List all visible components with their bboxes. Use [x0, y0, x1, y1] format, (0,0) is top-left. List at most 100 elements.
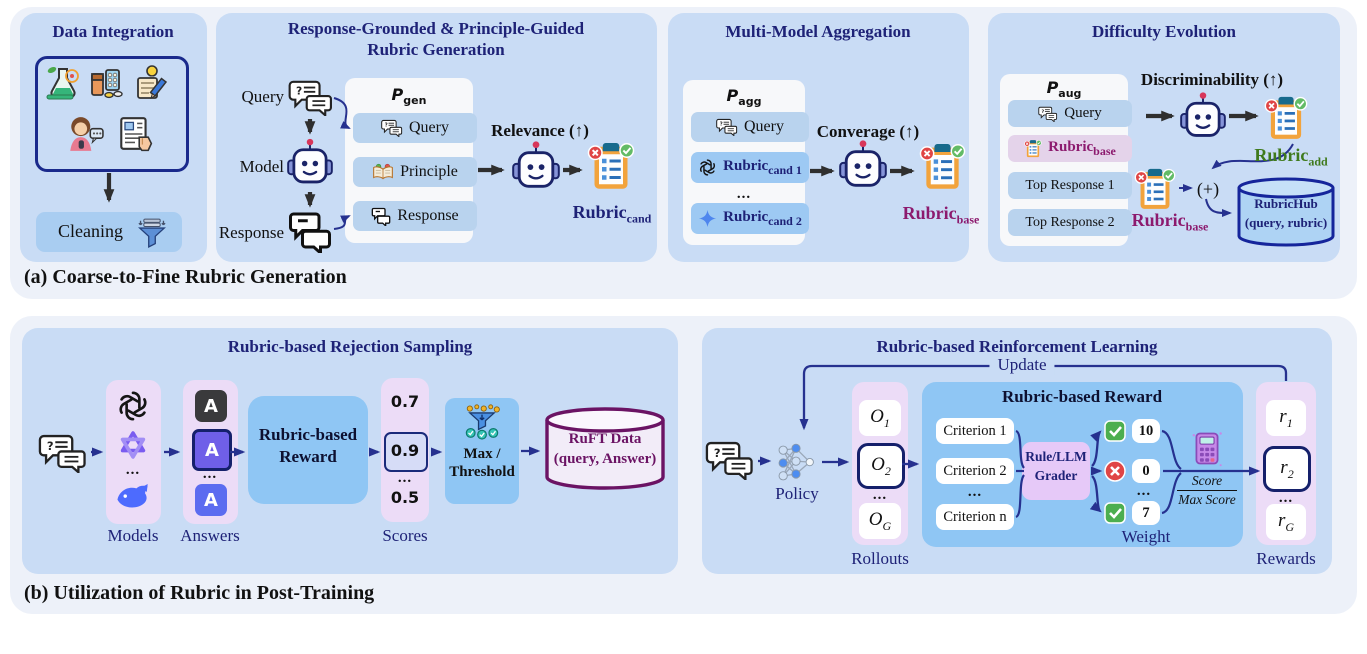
rubric-gen-title-line2: Rubric Generation — [367, 40, 505, 59]
chat-mini-icon — [381, 119, 403, 137]
calculator-icon — [1191, 430, 1223, 467]
scores-label: Scores — [382, 526, 428, 545]
fraction-numerator: Score — [1191, 473, 1223, 488]
plus-label: (+) — [1196, 179, 1220, 199]
rejection-title: Rubric-based Rejection Sampling — [227, 337, 473, 356]
cross-icon — [1104, 460, 1126, 482]
paug-row-rubric-base: Rubricbase — [1008, 135, 1132, 162]
deepseek-whale-icon — [114, 483, 152, 511]
query-chat-icon — [705, 440, 755, 480]
rubric-add-label: Rubricadd — [1254, 145, 1328, 169]
query-chat-icon — [288, 79, 334, 116]
pgen-row-response: Response — [353, 201, 477, 231]
rollouts-dots: ... — [872, 487, 888, 503]
qwen-icon — [117, 429, 149, 461]
clipboard-mini-icon — [1024, 139, 1042, 158]
rubric-base-clipboard-icon — [919, 140, 966, 192]
answer-2-selected: A — [192, 429, 232, 471]
gemini-icon — [698, 209, 717, 228]
reward-r1: r1 — [1266, 400, 1306, 436]
max-label-line1: Max / — [463, 446, 501, 462]
principle-book-icon — [372, 163, 394, 182]
rollout-o1: O1 — [859, 400, 901, 436]
rubric-add-clipboard-icon — [1264, 93, 1308, 142]
relevance-label: Relevance (↑) — [491, 121, 589, 140]
grader-label-line1: Rule/LLM — [1025, 449, 1087, 464]
policy-label: Policy — [775, 484, 819, 503]
agg-robot-icon — [839, 138, 887, 191]
weight-0: 0 — [1132, 459, 1160, 483]
funnel-clean-icon — [134, 217, 170, 249]
pgen-row-principle: Principle — [353, 157, 477, 187]
chat-mini-icon — [1038, 106, 1058, 122]
rubrichub-label-line2: (query, rubric) — [1244, 215, 1328, 230]
score-2-selected-box — [384, 432, 428, 472]
rubric-base-label: Rubricbase — [902, 203, 980, 227]
reward-rg: rG — [1266, 504, 1306, 540]
weight-10: 10 — [1132, 419, 1160, 443]
weight-label: Weight — [1121, 527, 1171, 546]
pagg-dots: ... — [736, 186, 752, 202]
medicine-icon — [89, 65, 125, 101]
rubric-reward-box — [248, 396, 368, 504]
weights-dots: ... — [1136, 483, 1152, 499]
person-chat-icon — [66, 115, 104, 153]
rl-reward-title: Rubric-based Reward — [1001, 387, 1163, 406]
reward-r2-selected: r2 — [1263, 446, 1311, 492]
paug-row-query: Query — [1008, 100, 1132, 127]
writing-icon — [133, 65, 169, 101]
criterion-2: Criterion 2 — [936, 458, 1014, 484]
rl-title: Rubric-based Reinforcement Learning — [876, 337, 1158, 356]
rewards-label: Rewards — [1256, 549, 1316, 568]
rollout-og: OG — [859, 503, 901, 539]
reward-label-line1: Rubric-based — [258, 425, 358, 444]
pagg-row-cand1: Rubriccand 1 — [691, 152, 809, 183]
rubrichub-database-icon — [1237, 177, 1335, 247]
aggregation-title: Multi-Model Aggregation — [725, 22, 911, 41]
discriminability-label: Discriminability (↑) — [1140, 70, 1284, 89]
policy-network-icon — [773, 441, 819, 485]
grader-label-line2: Grader — [1034, 468, 1078, 483]
rollout-o2-selected: O2 — [857, 443, 905, 489]
models-dots: ... — [125, 462, 141, 478]
query-chat-icon — [38, 433, 88, 473]
openai-icon — [698, 158, 717, 177]
answers-dots: ... — [202, 466, 218, 482]
answers-label: Answers — [180, 526, 240, 545]
criteria-dots: ... — [967, 484, 983, 500]
answer-1: A — [195, 390, 227, 422]
paug-row-top1: Top Response 1 — [1008, 172, 1132, 199]
pgen-row-query: Query — [353, 113, 477, 143]
chat-mini-icon — [716, 118, 738, 136]
document-select-icon — [116, 115, 154, 153]
response-bubbles-icon — [287, 211, 333, 253]
scores-dots: ... — [397, 470, 413, 486]
pagg-row-cand2: Rubriccand 2 — [691, 203, 809, 234]
coverage-label: Converage (↑) — [816, 122, 920, 141]
criterion-1: Criterion 1 — [936, 418, 1014, 444]
panel-a-caption: (a) Coarse-to-Fine Rubric Generation — [24, 266, 347, 288]
answer-3: A — [195, 484, 227, 516]
update-label: Update — [989, 355, 1055, 375]
model-label: Model — [239, 157, 284, 176]
reward-label-line2: Reward — [279, 447, 337, 466]
max-label-line2: Threshold — [449, 464, 515, 480]
rewards-dots: ... — [1278, 490, 1294, 506]
score-2: 0.9 — [390, 441, 420, 460]
check-icon — [1104, 502, 1126, 524]
score-3: 0.5 — [390, 488, 420, 507]
rubric-gen-title-line1: Response-Grounded & Principle-Guided — [287, 19, 585, 38]
query-label: Query — [241, 87, 284, 106]
ruft-label-line1: RuFT Data — [568, 431, 642, 447]
fraction-bar — [1177, 490, 1237, 491]
evolve-robot-icon — [1180, 90, 1226, 141]
check-icon — [1104, 420, 1126, 442]
funnel-max-icon — [462, 404, 502, 441]
grader-box — [1022, 442, 1090, 500]
difficulty-title: Difficulty Evolution — [1091, 22, 1237, 41]
models-label: Models — [107, 526, 159, 545]
paug-label: Paug — [1046, 78, 1082, 101]
pagg-label: Pagg — [726, 86, 762, 109]
panel-b-caption: (b) Utilization of Rubric in Post-Traini… — [24, 582, 375, 604]
data-integration-title: Data Integration — [52, 22, 174, 41]
